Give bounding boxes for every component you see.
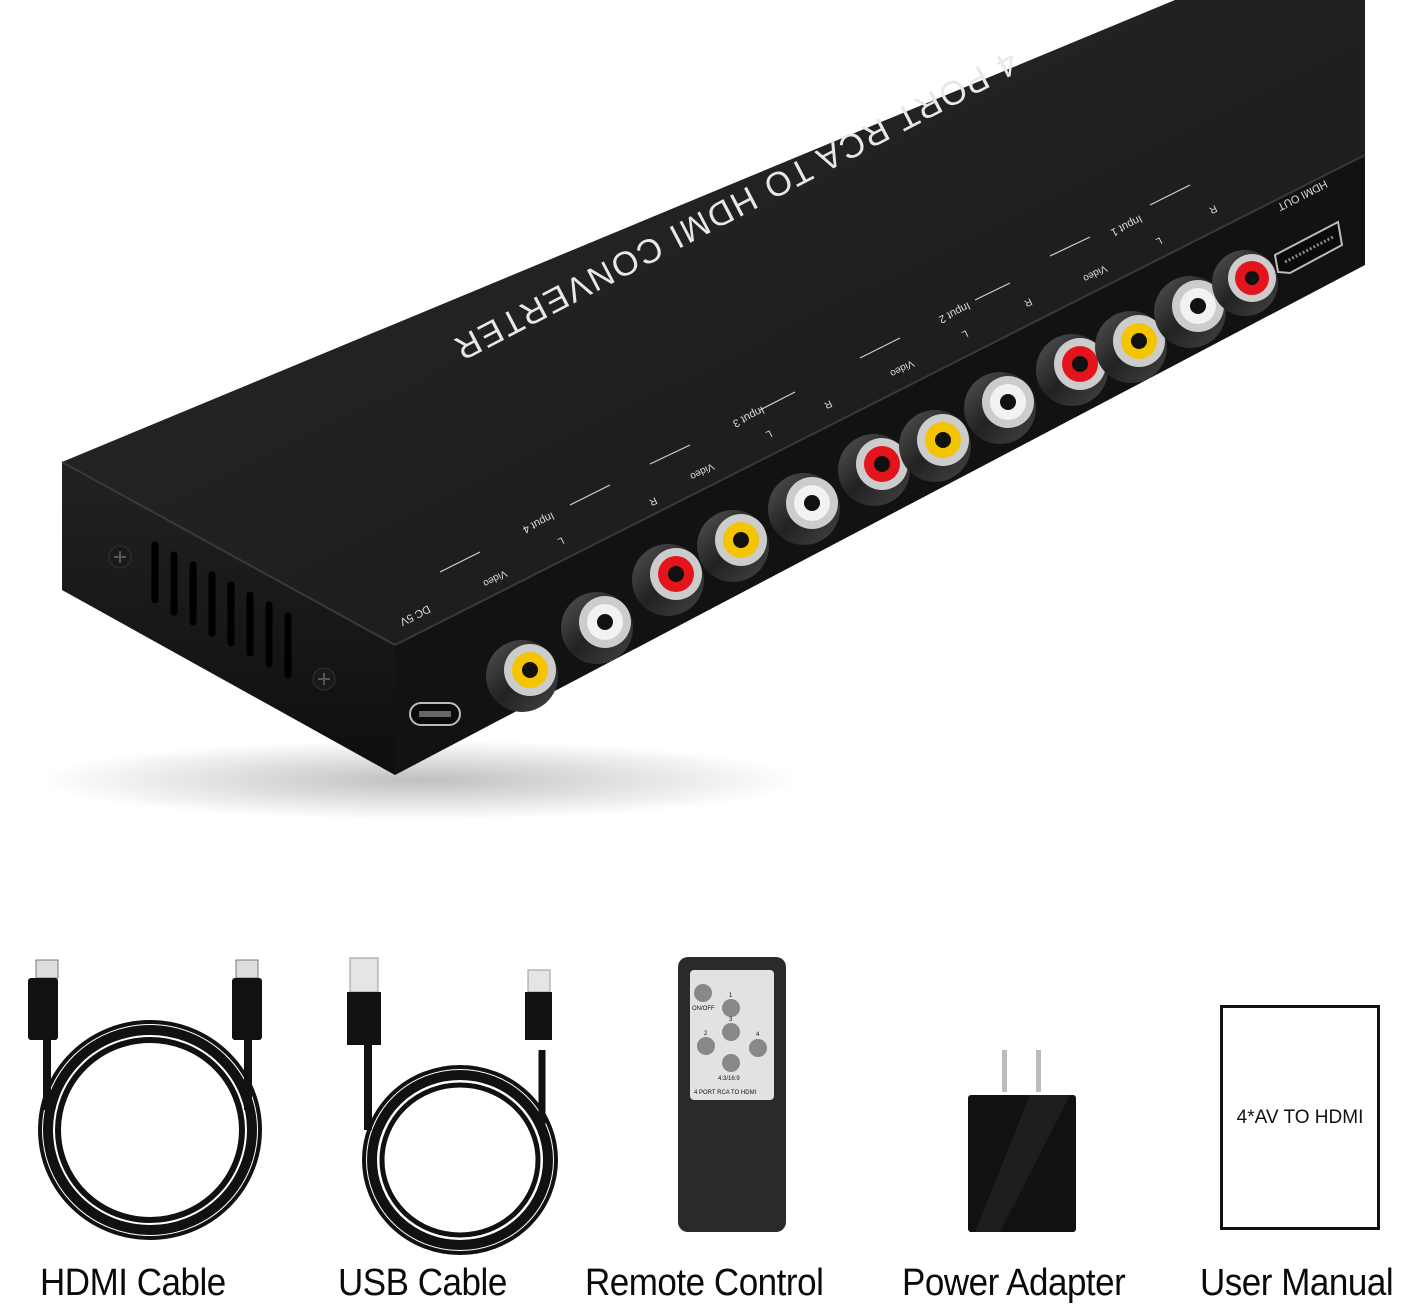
- caption-user-manual: User Manual: [1200, 1262, 1394, 1304]
- remote-button-onoff: ON/OFF: [692, 1006, 715, 1012]
- label-r: R: [822, 397, 833, 410]
- label-l: L: [1153, 234, 1163, 247]
- remote-button-3: 3: [729, 1017, 733, 1023]
- vent-slots: [151, 541, 292, 679]
- converter-device: 4 PORT RCA TO HDMI CONVERTER HDMI OUT In…: [61, 0, 1366, 775]
- screw-icon: [108, 545, 132, 569]
- jack-input1-right: [1212, 250, 1278, 316]
- caption-hdmi-cable: HDMI Cable: [40, 1262, 226, 1304]
- remote-panel-title: 4 PORT RCA TO HDMI: [694, 1090, 757, 1096]
- jack-input4-right: [632, 544, 704, 616]
- caption-power-adapter: Power Adapter: [902, 1262, 1126, 1304]
- remote-button-1: 1: [729, 993, 733, 999]
- label-r: R: [647, 494, 658, 507]
- label-l: L: [763, 427, 773, 440]
- jack-input3-right: [838, 434, 910, 506]
- screw-icon: [312, 667, 336, 691]
- usb-cable-image: [347, 957, 558, 1255]
- manual-cover-text: 4*AV TO HDMI: [1236, 1106, 1364, 1128]
- remote-button-4: 4: [756, 1032, 760, 1038]
- user-manual-image: 4*AV TO HDMI: [1220, 1005, 1380, 1230]
- label-r: R: [1207, 202, 1218, 215]
- caption-usb-cable: USB Cable: [338, 1262, 507, 1304]
- label-r: R: [1022, 295, 1033, 308]
- jack-input4-left: [561, 592, 633, 664]
- rca-jacks: [486, 250, 1278, 712]
- hdmi-cable-image: [28, 959, 262, 1240]
- remote-control-image: ON/OFF 1 2 3 4 4:3/16:9 4 PORT RCA TO HD…: [678, 957, 786, 1232]
- caption-remote-control: Remote Control: [585, 1262, 824, 1304]
- jack-input3-left: [768, 473, 840, 545]
- jack-input1-left: [1154, 276, 1226, 348]
- remote-button-aspect: 4:3/16:9: [718, 1076, 740, 1082]
- label-l: L: [555, 534, 565, 547]
- jack-input2-right: [1036, 334, 1108, 406]
- remote-button-2: 2: [704, 1031, 708, 1037]
- label-l: L: [959, 327, 969, 340]
- jack-input1-video: [1095, 311, 1167, 383]
- hdmi-out-port: [1273, 220, 1344, 275]
- usb-c-power-port: [409, 702, 461, 726]
- power-adapter-image: [968, 1050, 1076, 1232]
- jack-input2-left: [964, 372, 1036, 444]
- jack-input4-video: [486, 640, 558, 712]
- jack-input2-video: [899, 410, 971, 482]
- jack-input3-video: [697, 510, 769, 582]
